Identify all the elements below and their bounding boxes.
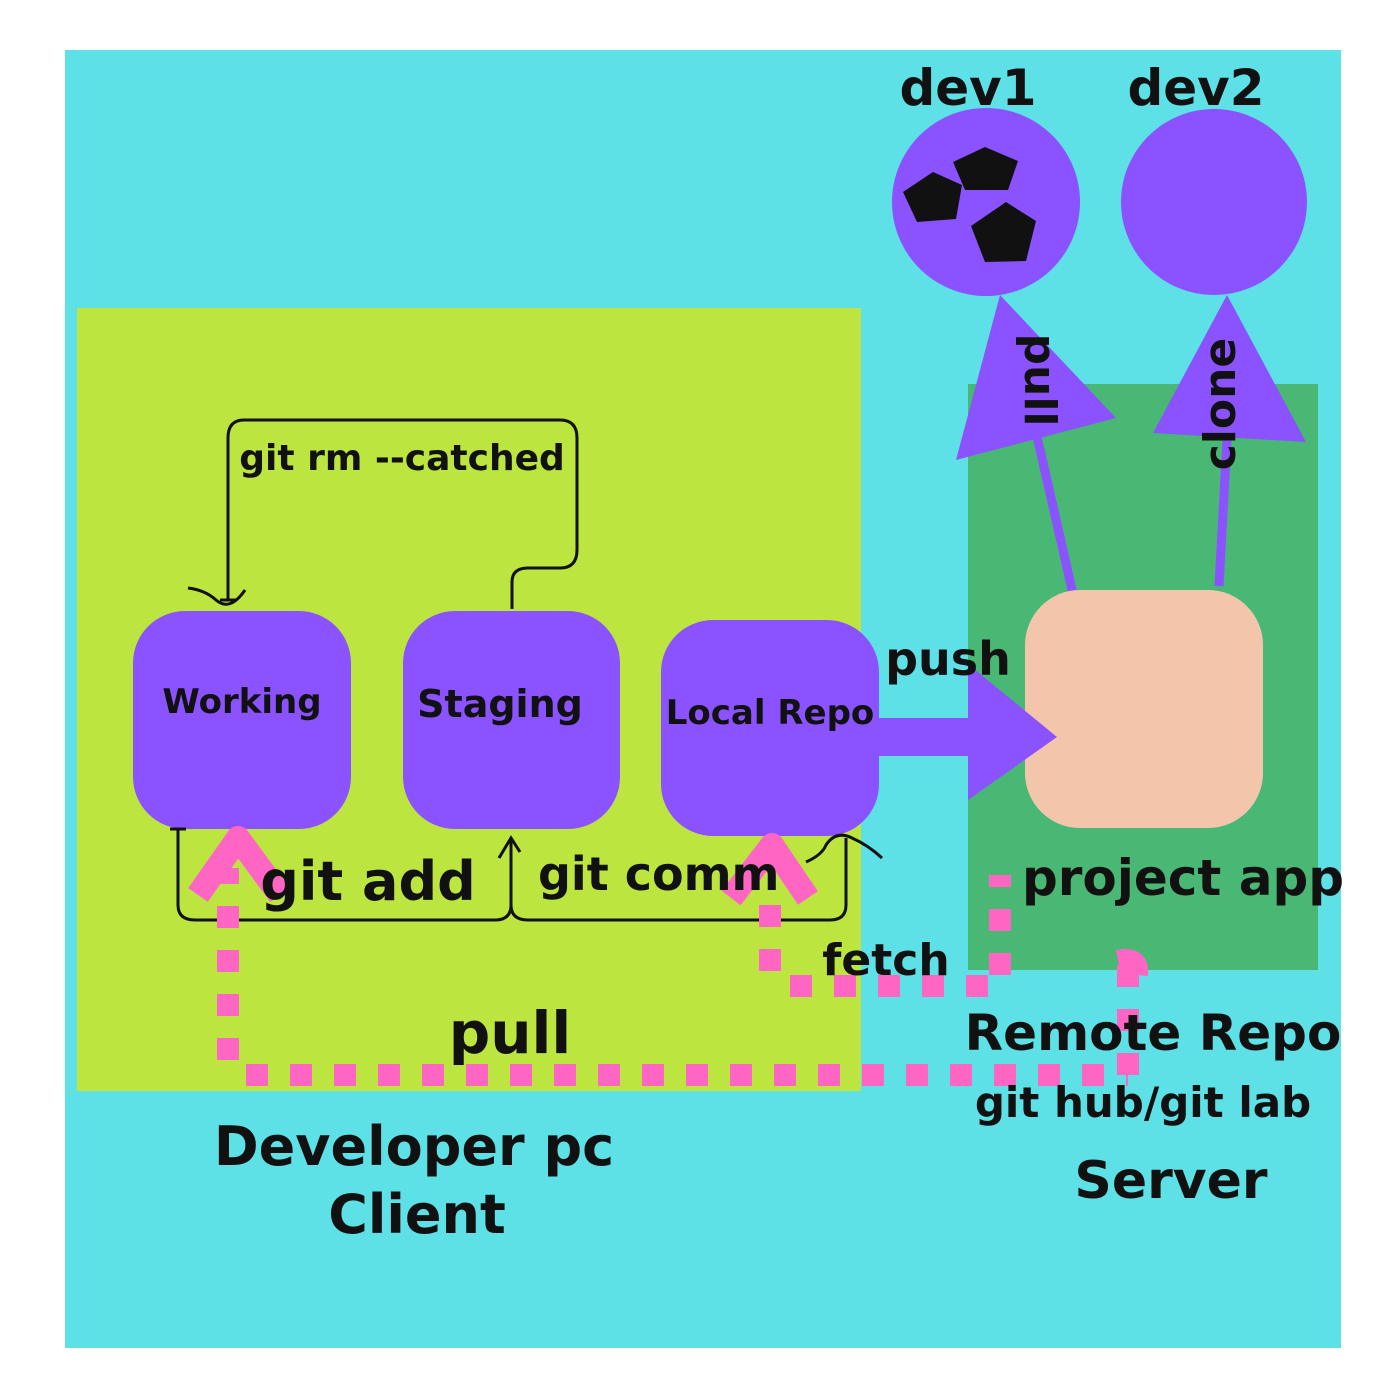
clone-arrowhead <box>1153 295 1306 442</box>
project-app-node <box>1025 590 1263 828</box>
git-commit-squiggle <box>805 833 884 864</box>
staging-node <box>403 611 620 829</box>
pull-dev1-label: pull <box>1014 334 1065 427</box>
fetch-up-arrowhead <box>721 833 818 906</box>
clone-line <box>1214 439 1232 587</box>
pentagons-icon <box>903 147 1036 262</box>
push-arrowhead <box>968 664 1057 800</box>
dev2-label: dev2 <box>1127 59 1264 117</box>
developer-pc-label: Developer pc <box>214 1115 614 1178</box>
git-rm-connector <box>226 418 579 609</box>
git-add-arrowhead <box>497 835 522 859</box>
working-label: Working <box>162 682 321 722</box>
dev1-avatar <box>892 108 1080 296</box>
git-commit-connector <box>509 838 848 922</box>
fetch-label: fetch <box>822 935 949 986</box>
pull-up-arrowhead <box>188 826 290 903</box>
project-app-label: project app <box>1022 849 1344 907</box>
remote-repo-label: Remote Repo <box>965 1004 1342 1062</box>
dev1-label: dev1 <box>899 59 1036 117</box>
working-node <box>133 611 351 829</box>
server-label: Server <box>1074 1151 1268 1211</box>
push-arrow-shaft <box>879 718 969 756</box>
git-rm-label: git rm --catched <box>239 438 565 479</box>
fetch-dashed-flow <box>759 875 1011 997</box>
git-hub-lab-label: git hub/git lab <box>975 1078 1311 1127</box>
pull-dashed-flow <box>217 868 1139 1086</box>
local-repo-node <box>661 620 879 836</box>
local-repo-label: Local Repo <box>666 693 875 733</box>
push-label: push <box>885 632 1011 686</box>
git-add-connector <box>176 829 513 922</box>
client-label: Client <box>328 1183 506 1246</box>
git-rm-squiggle <box>187 586 247 606</box>
staging-label: Staging <box>417 682 583 726</box>
pull-line <box>1031 430 1078 596</box>
pull-arrowhead <box>956 295 1116 460</box>
git-add-label: git add <box>260 850 476 913</box>
clone-dev2-label: clone <box>1195 338 1246 471</box>
dev2-avatar <box>1121 109 1307 295</box>
git-commit-label: git comm <box>538 847 779 901</box>
pull-hook <box>1115 949 1149 976</box>
pull-client-label: pull <box>449 999 572 1067</box>
